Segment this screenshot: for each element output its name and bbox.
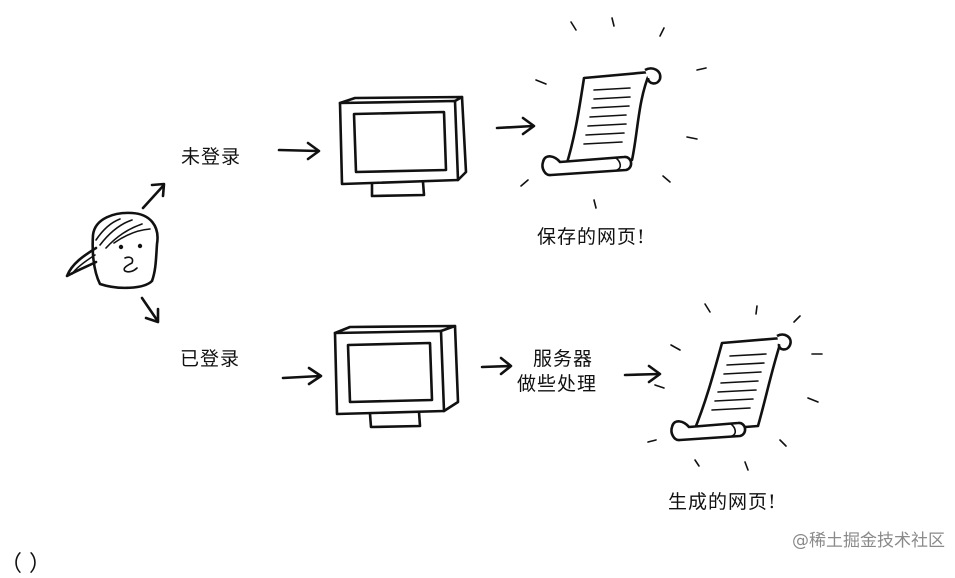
label-generated-page: 生成的网页! [668,491,777,513]
arrow-bottom-3 [623,364,662,384]
scroll-document-icon-top [520,17,707,209]
arrow-bottom-1 [281,366,323,386]
diagram: 未登录 已登录 保存的网页! 服务器 做些处理 生成的网页! @稀土掘金技术社区… [0,17,945,577]
label-saved-page: 保存的网页! [537,226,646,248]
label-server-line1: 服务器 [533,348,594,370]
arrow-top-1 [277,141,321,161]
label-not-logged-in: 未登录 [181,146,242,168]
diagram-drawing [65,17,823,471]
arrow-top-2 [495,116,536,136]
arrow-bottom-2 [480,356,513,376]
user-head-icon [65,211,159,290]
arrow-up-right [141,182,166,210]
label-logged-in: 已登录 [180,348,241,370]
label-server-line2: 做些处理 [517,373,598,395]
watermark: @稀土掘金技术社区 [792,531,945,551]
scroll-document-icon-bottom [647,303,823,471]
arrow-down-right [140,296,160,324]
cut-off-caption: （ ） [0,552,51,577]
computer-monitor-icon-bottom [333,324,460,429]
computer-monitor-icon-top [338,95,468,198]
